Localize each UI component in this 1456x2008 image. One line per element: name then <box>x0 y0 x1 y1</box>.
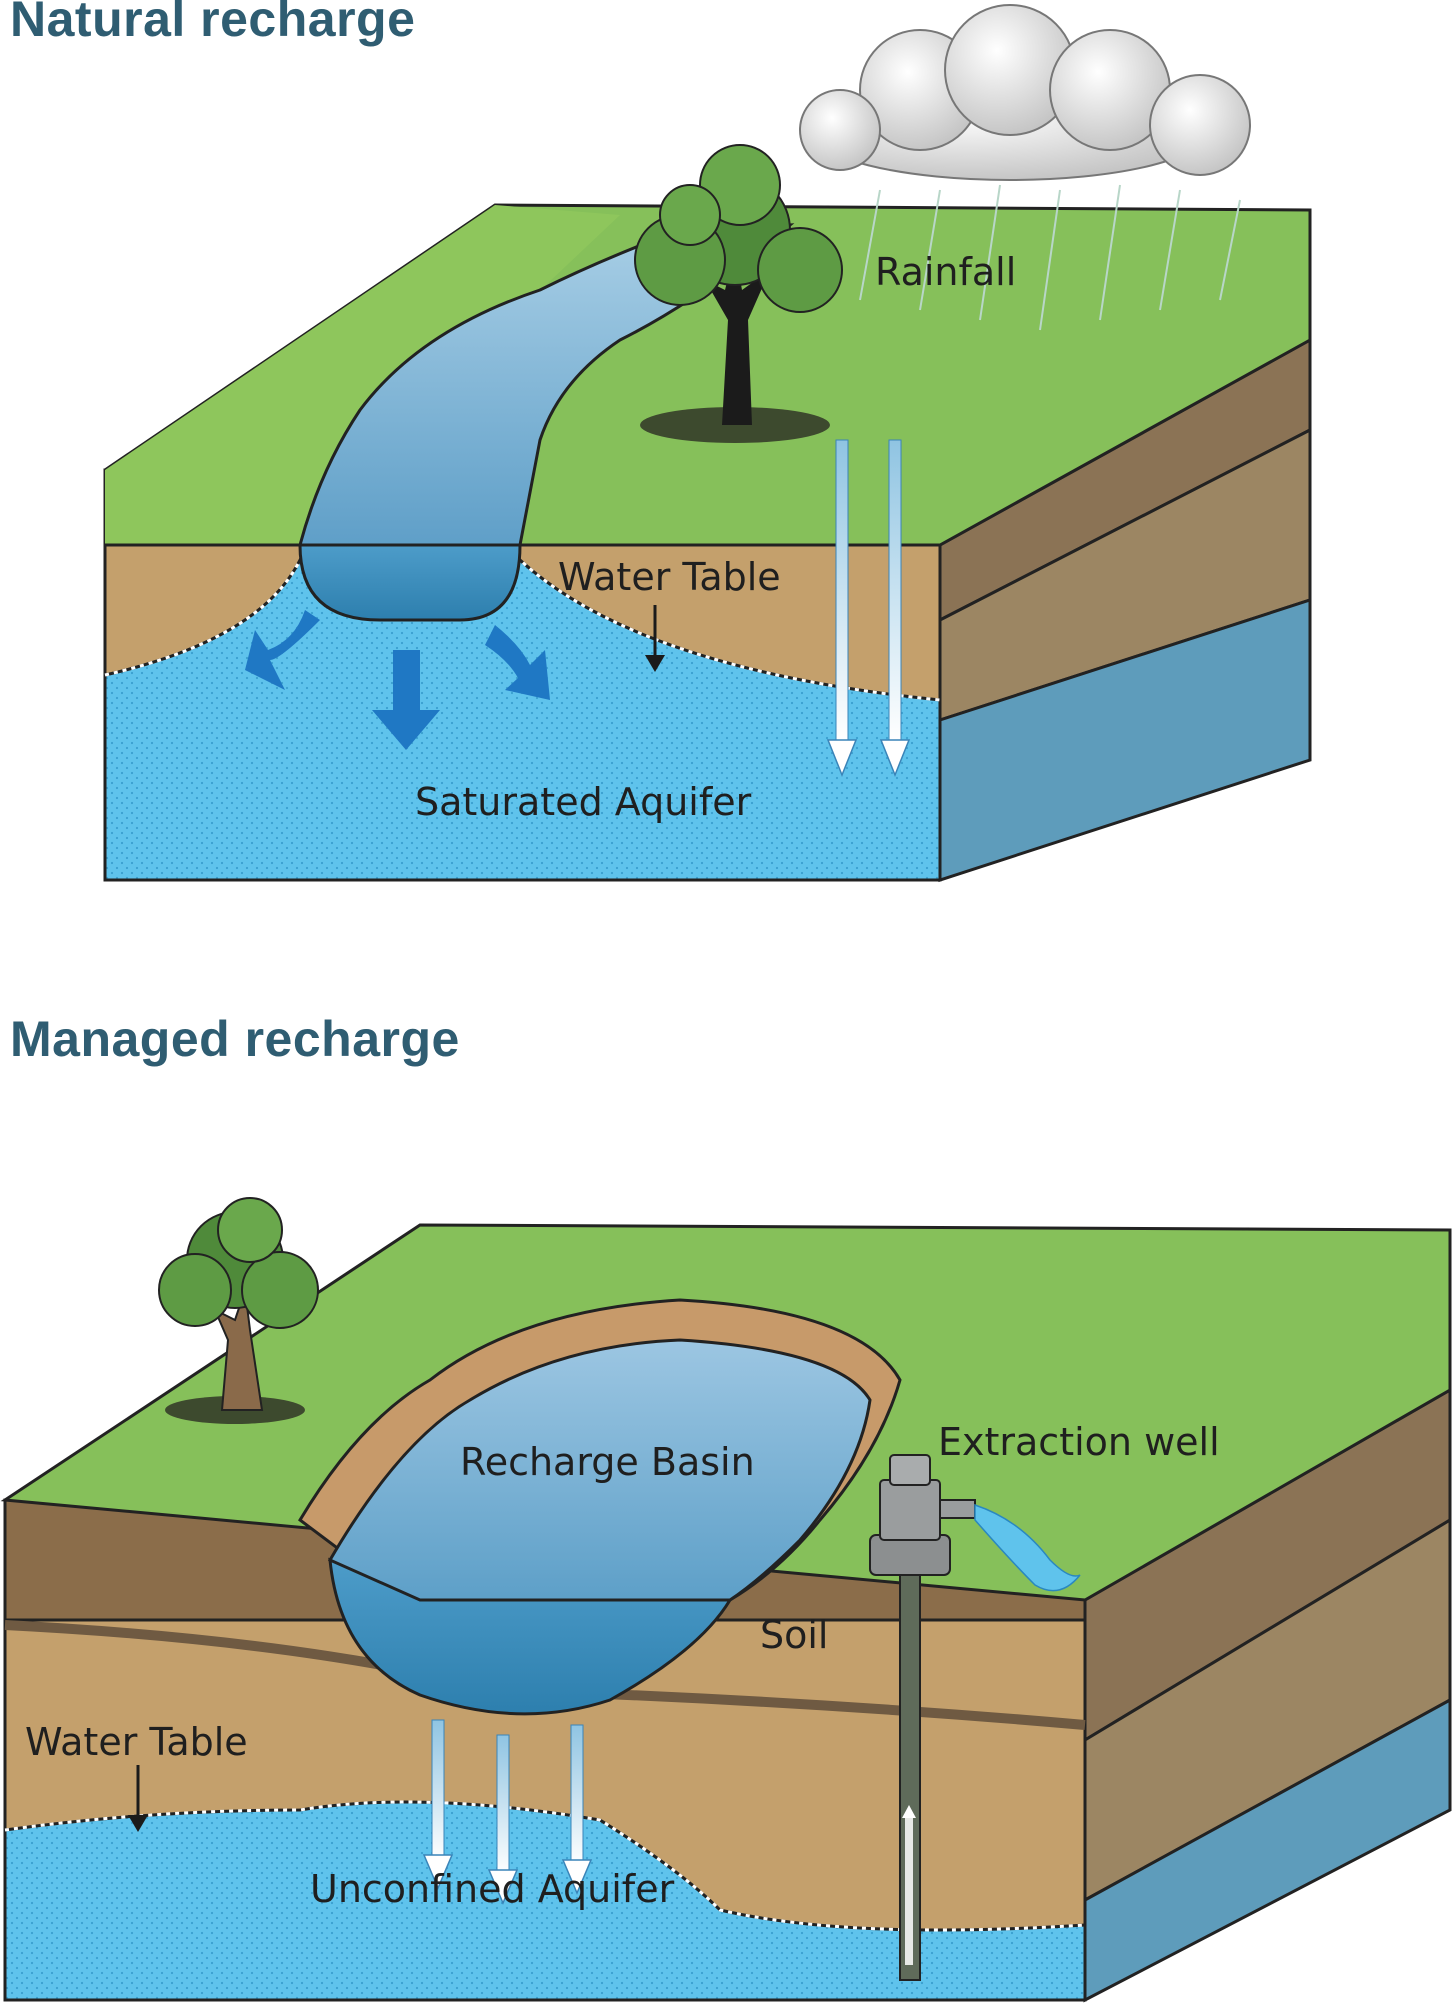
river-pool <box>298 543 522 622</box>
managed-tree <box>158 1197 319 1424</box>
natural-water-table-label: Water Table <box>558 555 781 599</box>
managed-water-table-arrow <box>128 1765 148 1832</box>
extraction-well <box>869 1454 1081 1981</box>
soil-label: Soil <box>760 1613 829 1657</box>
recharge-basin-pool <box>328 1557 733 1716</box>
river-recharge-arrows <box>245 610 550 750</box>
managed-recharge-title: Managed recharge <box>10 1011 460 1067</box>
rainfall-infiltration-arrows <box>826 439 911 778</box>
natural-water-table-arrow <box>645 605 665 672</box>
natural-recharge-title: Natural recharge <box>10 0 416 47</box>
cloud-icon <box>799 4 1251 181</box>
natural-grass-left <box>105 205 620 545</box>
managed-block: Recharge Basin Extraction well Soil Wate… <box>0 1197 1452 2003</box>
managed-water-table-line <box>4 1800 1086 1932</box>
natural-tree <box>634 144 843 443</box>
rainfall-label: Rainfall <box>875 250 1016 294</box>
recharge-basin-label: Recharge Basin <box>460 1440 755 1484</box>
basin-infiltration-arrows <box>422 1719 593 1905</box>
unconfined-aquifer-label: Unconfined Aquifer <box>310 1867 675 1911</box>
recharge-basin <box>327 1338 872 1612</box>
saturated-aquifer-label: Saturated Aquifer <box>415 780 752 824</box>
managed-water-table-label: Water Table <box>25 1720 248 1764</box>
rain-streaks <box>859 184 1241 331</box>
natural-block: Rainfall Water Table Saturated Aquifer <box>103 4 1312 883</box>
extraction-well-label: Extraction well <box>938 1420 1220 1464</box>
